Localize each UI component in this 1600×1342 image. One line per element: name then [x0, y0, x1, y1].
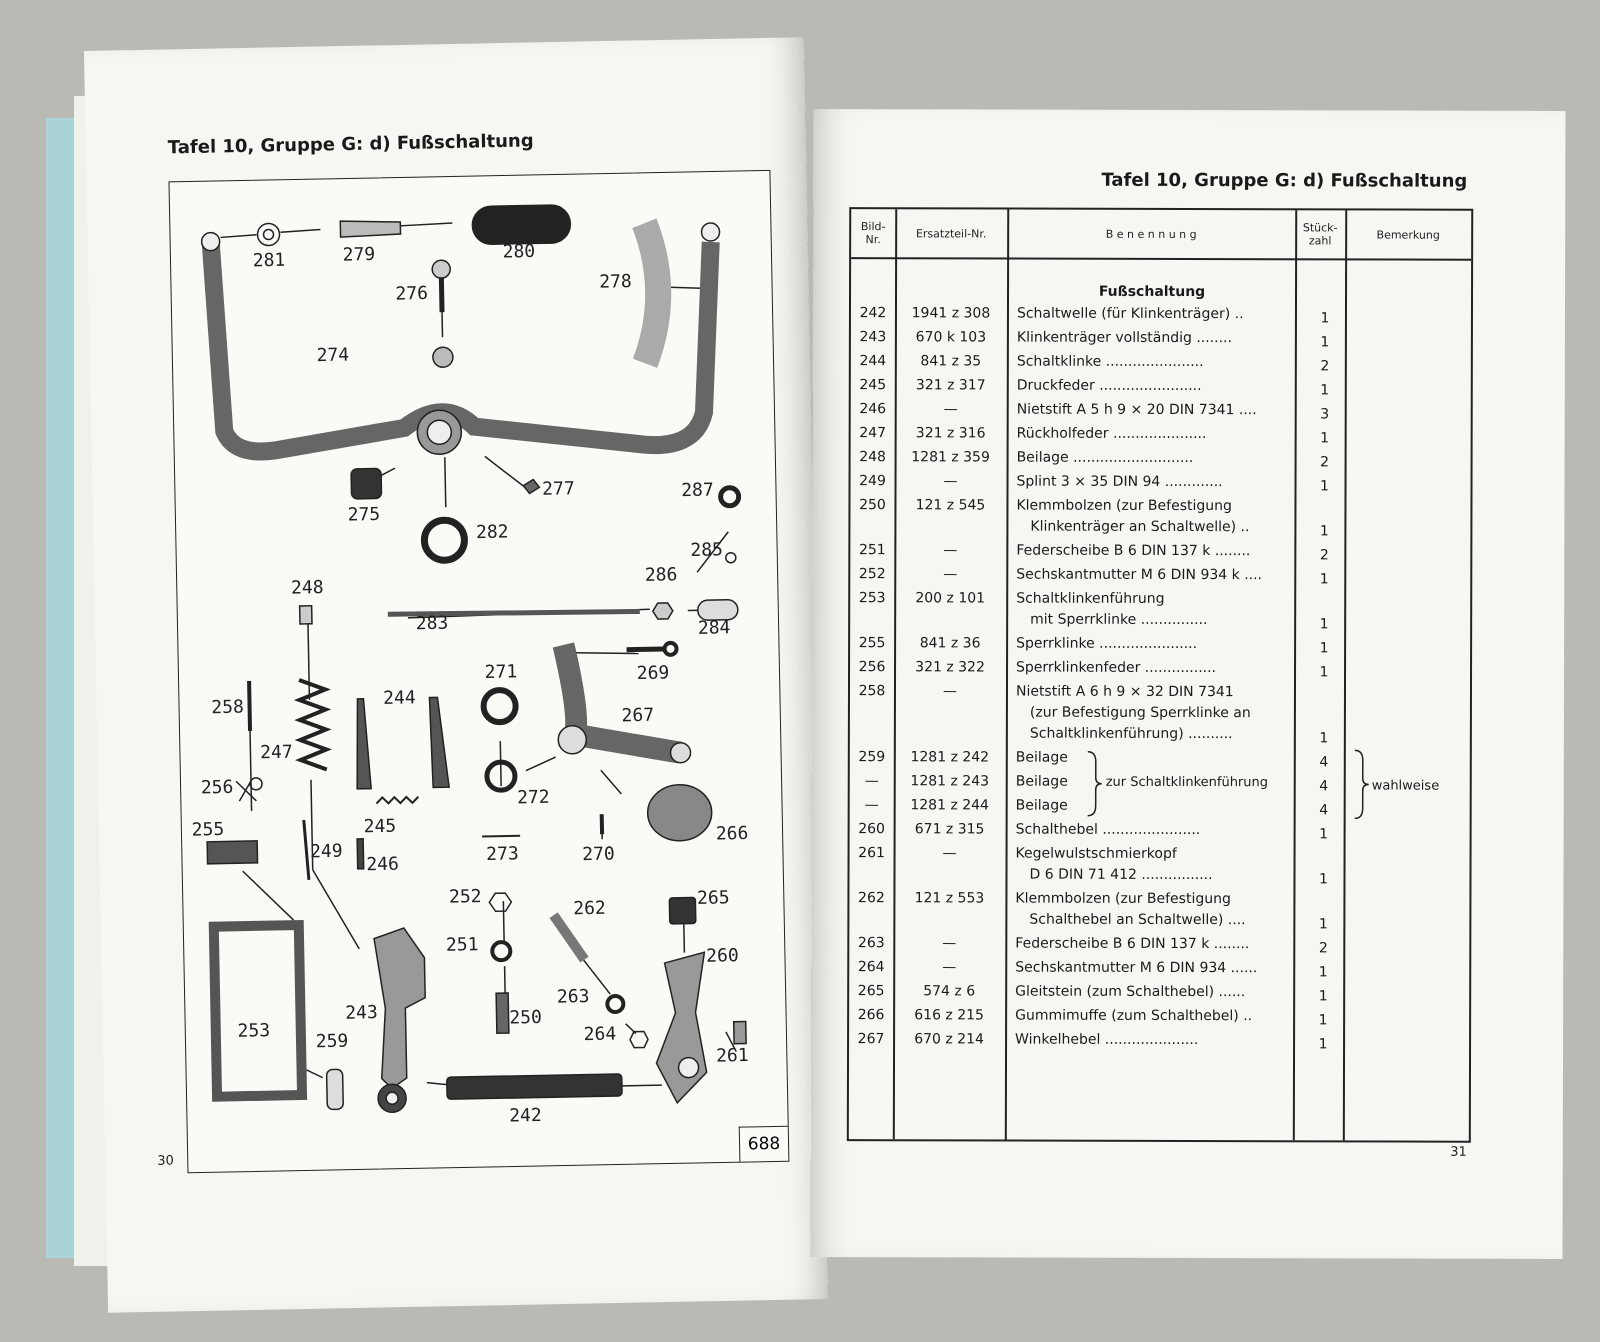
part-label-253: 253 — [237, 1020, 271, 1042]
part-label-270: 270 — [582, 843, 615, 866]
right-page-title: Tafel 10, Gruppe G: d) Fußschaltung — [1101, 169, 1468, 192]
part-label-264: 264 — [583, 1023, 617, 1046]
part-label-252: 252 — [448, 886, 482, 908]
part-label-250: 250 — [509, 1006, 543, 1029]
part-label-256: 256 — [200, 776, 234, 799]
part-label-267: 267 — [621, 704, 655, 727]
part-label-249: 249 — [309, 840, 343, 863]
brace-note: zur Schaltklinkenführung — [1105, 774, 1269, 791]
parts-figure: 688 281 279 280 276 278 274 277 275 282 287 285 286… — [168, 169, 790, 1174]
part-label-287: 287 — [681, 479, 714, 502]
part-label-273: 273 — [485, 843, 519, 865]
part-label-262: 262 — [573, 897, 606, 920]
part-label-255: 255 — [191, 818, 225, 841]
part-label-258: 258 — [211, 696, 245, 719]
part-label-282: 282 — [475, 521, 509, 544]
left-page-title: Tafel 10, Gruppe G: d) Fußschaltung — [167, 130, 534, 159]
part-label-286: 286 — [644, 564, 678, 586]
part-label-271: 271 — [484, 661, 518, 683]
part-label-269: 269 — [636, 662, 670, 685]
parts-table: Bild- Nr. Ersatzteil-Nr. B e n e n n u n… — [846, 207, 1474, 1143]
part-label-242: 242 — [509, 1104, 542, 1127]
part-label-277: 277 — [541, 478, 575, 500]
part-label-279: 279 — [342, 243, 376, 266]
part-label-261: 261 — [715, 1044, 749, 1067]
part-label-260: 260 — [705, 945, 739, 967]
parts-drawing — [200, 204, 747, 1114]
part-label-243: 243 — [345, 1002, 378, 1024]
left-page: Tafel 10, Gruppe G: d) Fußschaltung — [83, 37, 829, 1313]
right-page: Tafel 10, Gruppe G: d) Fußschaltung Bild… — [810, 109, 1566, 1259]
part-label-248: 248 — [290, 577, 324, 599]
part-label-259: 259 — [315, 1030, 349, 1053]
figure-number: 688 — [738, 1125, 789, 1162]
braces — [1087, 749, 1369, 820]
part-label-272: 272 — [516, 786, 550, 809]
part-label-246: 246 — [366, 853, 400, 876]
part-label-244: 244 — [382, 687, 416, 709]
part-label-278: 278 — [599, 271, 632, 293]
part-label-245: 245 — [363, 815, 397, 838]
part-label-266: 266 — [715, 822, 749, 845]
part-label-285: 285 — [690, 539, 724, 561]
part-label-251: 251 — [445, 934, 479, 956]
remark-wahlweise: wahlweise — [1371, 778, 1440, 794]
part-label-274: 274 — [316, 344, 350, 367]
part-label-265: 265 — [696, 887, 730, 909]
part-label-276: 276 — [395, 282, 429, 305]
part-label-281: 281 — [252, 249, 286, 272]
part-label-263: 263 — [556, 985, 590, 1008]
part-label-284: 284 — [697, 617, 731, 639]
part-label-283: 283 — [415, 612, 449, 635]
part-label-275: 275 — [347, 503, 381, 526]
part-label-280: 280 — [502, 240, 536, 263]
left-page-number: 30 — [157, 1153, 174, 1169]
part-label-247: 247 — [259, 741, 293, 764]
right-page-number: 31 — [1450, 1144, 1467, 1160]
